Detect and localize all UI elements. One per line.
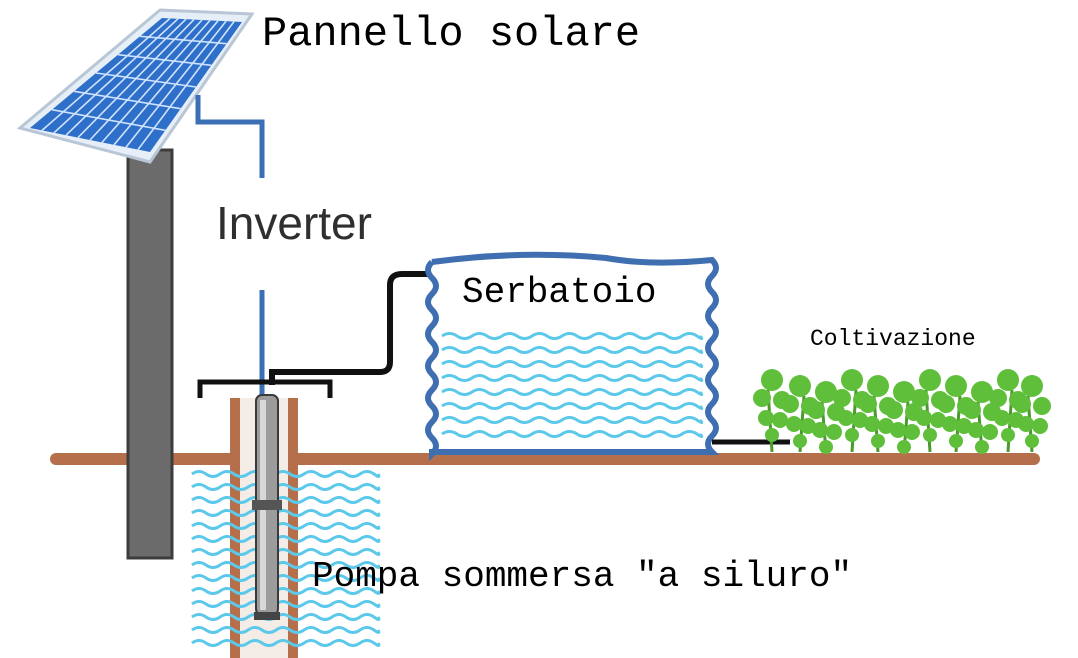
solar-panel bbox=[16, 8, 255, 164]
delivery-pipe bbox=[269, 271, 468, 385]
pump-label: Pompa sommersa "a siluro" bbox=[312, 556, 853, 597]
panel-pole bbox=[126, 148, 174, 560]
water-tank bbox=[425, 251, 720, 462]
well-water bbox=[191, 470, 381, 647]
crops bbox=[753, 369, 1051, 454]
crops-label: Coltivazione bbox=[810, 326, 976, 352]
solar-panel-label: Pannello solare bbox=[262, 10, 641, 58]
tank-label: Serbatoio bbox=[462, 272, 657, 313]
inverter-label: Inverter bbox=[216, 197, 372, 249]
power-cable bbox=[195, 95, 265, 395]
submersible-pump bbox=[252, 394, 282, 620]
